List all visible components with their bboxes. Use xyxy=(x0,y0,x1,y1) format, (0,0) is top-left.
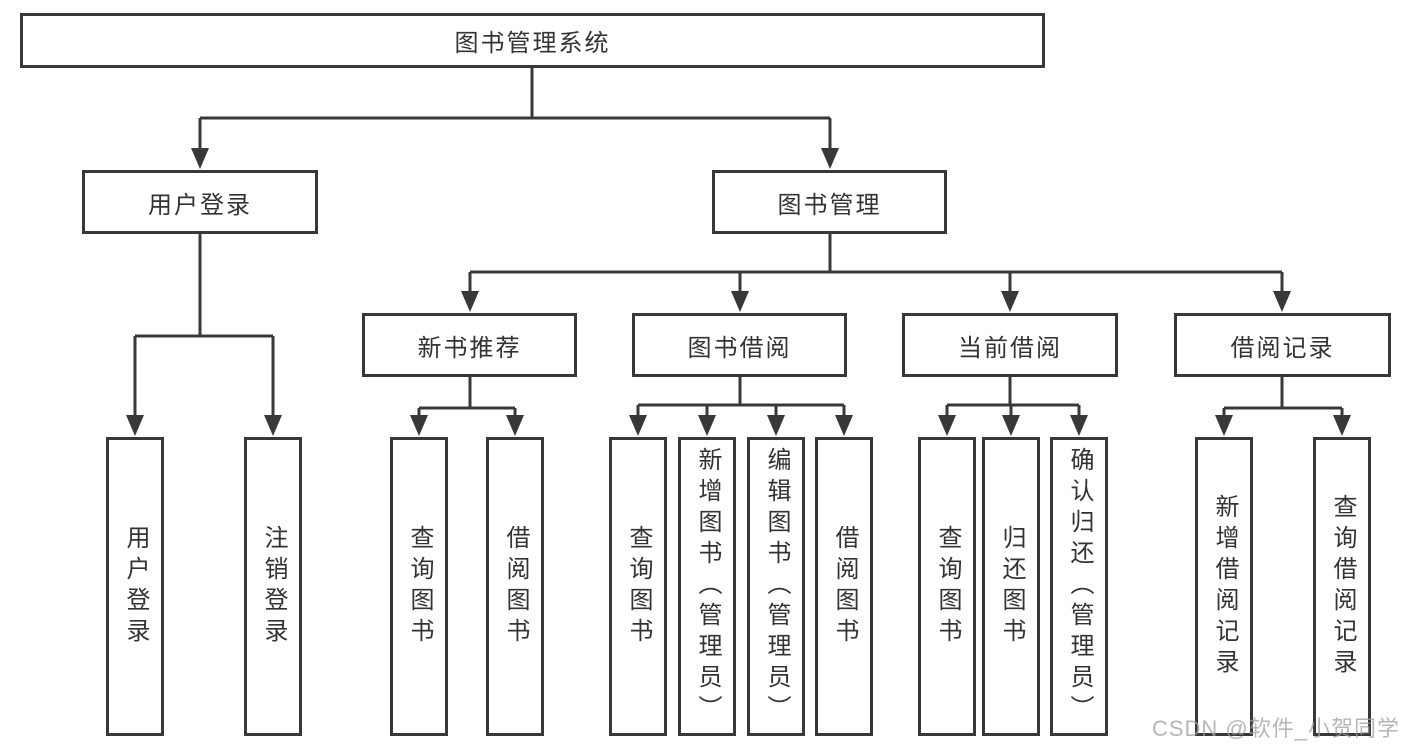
leaf-query-books-recommend: 查询图书 xyxy=(390,437,448,736)
leaf-label: 确认归还（管理员） xyxy=(1066,447,1093,726)
leaf-label: 新增借阅记录 xyxy=(1211,493,1238,680)
leaf-return-book: 归还图书 xyxy=(982,437,1040,736)
leaf-label: 借阅图书 xyxy=(831,524,858,649)
node-label: 借阅记录 xyxy=(1230,334,1335,362)
leaf-query-books-borrowing: 查询图书 xyxy=(609,437,667,736)
node-current-borrowing: 当前借阅 xyxy=(902,313,1118,377)
leaf-label: 查询图书 xyxy=(625,524,652,649)
leaf-label: 查询图书 xyxy=(406,524,433,649)
node-user-login: 用户登录 xyxy=(82,170,318,234)
leaf-label: 查询图书 xyxy=(934,524,961,649)
leaf-label: 查询借阅记录 xyxy=(1329,493,1356,680)
leaf-query-books-current: 查询图书 xyxy=(918,437,976,736)
leaf-label: 用户登录 xyxy=(122,524,149,649)
node-library-system: 图书管理系统 xyxy=(20,13,1045,68)
leaf-borrow-books: 借阅图书 xyxy=(815,437,873,736)
node-label: 新书推荐 xyxy=(417,334,522,362)
leaf-user-login: 用户登录 xyxy=(106,437,164,736)
node-new-book-recommend: 新书推荐 xyxy=(362,313,577,377)
node-borrowing-records: 借阅记录 xyxy=(1174,313,1391,377)
leaf-borrow-books-recommend: 借阅图书 xyxy=(486,437,544,736)
leaf-logout: 注销登录 xyxy=(244,437,302,736)
node-label: 当前借阅 xyxy=(958,334,1062,362)
leaf-label: 借阅图书 xyxy=(502,524,529,649)
leaf-add-borrow-record: 新增借阅记录 xyxy=(1195,437,1253,736)
leaf-label: 归还图书 xyxy=(998,524,1025,649)
node-book-borrowing: 图书借阅 xyxy=(632,313,847,377)
leaf-query-borrow-record: 查询借阅记录 xyxy=(1313,437,1371,736)
leaf-confirm-return-admin: 确认归还（管理员） xyxy=(1050,437,1108,736)
leaf-edit-book-admin: 编辑图书（管理员） xyxy=(747,437,805,736)
leaf-label: 注销登录 xyxy=(260,524,287,649)
node-label: 图书管理系统 xyxy=(454,30,611,57)
leaf-label: 编辑图书（管理员） xyxy=(763,447,790,726)
node-book-management: 图书管理 xyxy=(712,170,947,234)
node-label: 用户登录 xyxy=(148,191,252,219)
leaf-add-book-admin: 新增图书（管理员） xyxy=(678,437,736,736)
node-label: 图书管理 xyxy=(777,191,882,219)
leaf-label: 新增图书（管理员） xyxy=(694,447,721,726)
node-label: 图书借阅 xyxy=(687,334,792,362)
